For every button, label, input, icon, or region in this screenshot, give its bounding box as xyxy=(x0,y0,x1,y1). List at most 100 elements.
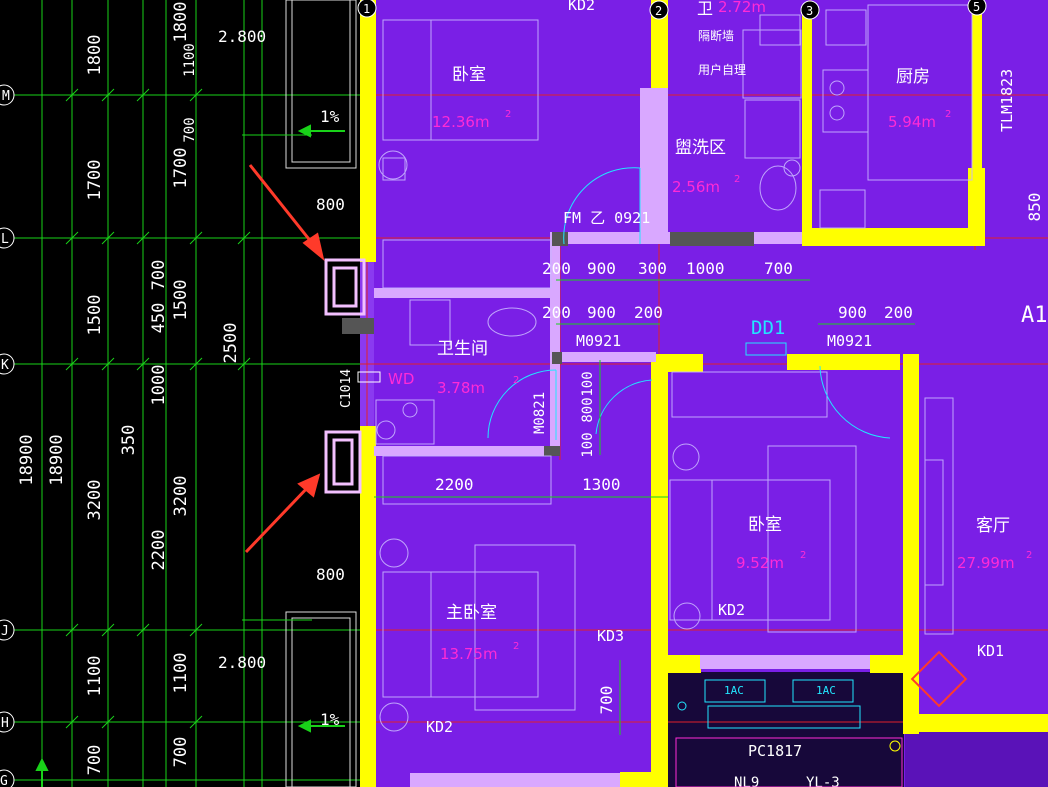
bay-windows xyxy=(324,258,366,494)
dim-v-100b: 100 xyxy=(580,432,596,457)
label-tlm: TLM1823 xyxy=(998,69,1016,132)
dim-r2-200a: 200 xyxy=(542,303,571,322)
dim-r1-300: 300 xyxy=(638,259,667,278)
room-name-toilet-top: 卫 xyxy=(697,0,713,18)
dim-outer-1800: 1800 xyxy=(85,35,105,76)
dim-1300: 1300 xyxy=(582,475,621,494)
label-c1014: C1014 xyxy=(339,369,354,408)
dim-inner-1800: 1800 xyxy=(171,2,191,43)
dimension-ticks xyxy=(65,88,251,729)
dim-mid-2200: 2200 xyxy=(149,530,169,571)
axis-label-2: 2 xyxy=(655,4,662,18)
label-m0921-a: M0921 xyxy=(576,332,621,350)
label-kd2-bot: KD2 xyxy=(426,718,453,736)
axis-label-k: K xyxy=(1,358,9,373)
dim-outer-18900: 18900 xyxy=(17,434,37,485)
owner-note: 用户自理 xyxy=(698,62,746,77)
room-name-washroom: 盥洗区 xyxy=(675,138,726,158)
label-dd1: DD1 xyxy=(751,317,785,339)
dim-v-800: 800 xyxy=(580,397,596,422)
room-name-living: 客厅 xyxy=(976,516,1010,536)
room-area-master: 13.75m xyxy=(440,645,498,663)
dim-mid-700b: 700 xyxy=(149,260,169,291)
dim-mid-1100: 1100 xyxy=(182,43,198,77)
width-800-bottom: 800 xyxy=(316,565,345,584)
axis-label-g: G xyxy=(0,774,8,787)
balcony-level-bottom: 2.800 xyxy=(218,653,266,672)
label-wd: WD xyxy=(388,370,414,388)
label-ac-2: 1AC xyxy=(816,684,836,697)
dim-inner-1700: 1700 xyxy=(171,148,191,189)
dim-inner-18900: 18900 xyxy=(47,434,67,485)
axis-label-h: H xyxy=(1,716,9,731)
axis-label-3: 3 xyxy=(806,4,813,18)
label-m0821: M0821 xyxy=(532,392,548,434)
room-name-master: 主卧室 xyxy=(446,603,497,623)
room-name-bathroom: 卫生间 xyxy=(437,339,488,359)
label-kd2-top: KD2 xyxy=(568,0,595,14)
room-area-sup-bathroom: 2 xyxy=(513,375,519,386)
dim-mid-1000: 1000 xyxy=(149,365,169,406)
room-area-bedroom-mid: 9.52m xyxy=(736,554,784,572)
axis-label-j: J xyxy=(1,624,9,639)
dim-r2-900a: 900 xyxy=(587,303,616,322)
door-window-labels: KD2 FM 乙 0921 M0921 M0921 M0821 DD1 KD2 … xyxy=(339,0,1048,787)
axis-label-m: M xyxy=(2,89,10,104)
room-area-living: 27.99m xyxy=(957,554,1015,572)
dim-outer-700: 700 xyxy=(85,745,105,776)
slope-bottom: 1% xyxy=(320,710,340,729)
dim-700-inner: 700 xyxy=(597,686,616,715)
dim-r1-900: 900 xyxy=(587,259,616,278)
dim-r2-900b: 900 xyxy=(838,303,867,322)
dim-mid-350: 350 xyxy=(119,425,139,456)
dim-inner-1100: 1100 xyxy=(171,653,191,694)
axis-bubbles-top xyxy=(357,0,987,20)
door-swings xyxy=(487,167,891,440)
red-arrows xyxy=(244,164,325,554)
balcony-labels: 2.800 1% 800 800 2.800 1% xyxy=(218,27,345,729)
dim-850: 850 xyxy=(1025,193,1044,222)
room-area-sup-bedroom-mid: 2 xyxy=(800,550,806,561)
dim-inner-3200: 3200 xyxy=(171,476,191,517)
dim-outer-1100: 1100 xyxy=(85,656,105,697)
door-frames xyxy=(342,232,754,456)
room-name-bedroom-top: 卧室 xyxy=(452,65,486,85)
dim-mid-450: 450 xyxy=(149,303,169,334)
axis-bubbles-left xyxy=(0,84,15,787)
room-name-kitchen: 厨房 xyxy=(896,67,930,87)
label-pc1817: PC1817 xyxy=(748,742,802,760)
dim-v-100a: 100 xyxy=(580,371,596,396)
label-kd1: KD1 xyxy=(977,642,1004,660)
dim-r1-200: 200 xyxy=(542,259,571,278)
room-area-sup-master: 2 xyxy=(513,641,519,652)
dim-outer-1700: 1700 xyxy=(85,160,105,201)
axis-label-5: 5 xyxy=(973,0,980,14)
label-ac-1: 1AC xyxy=(724,684,744,697)
dim-mid-700a: 700 xyxy=(182,117,198,142)
left-dimensions: 1800 1700 1500 18900 3200 1100 700 1800 … xyxy=(17,2,241,776)
room-labels: 卧室 12.36m 2 卫 2.72m 隔断墙 用户自理 盥洗区 2.56m 2… xyxy=(432,0,1032,663)
axis-label-1: 1 xyxy=(363,2,370,16)
room-area-kitchen: 5.94m xyxy=(888,113,936,131)
dim-inner-700: 700 xyxy=(171,737,191,768)
inner-dimensions: 200 900 300 1000 700 200 900 200 900 200… xyxy=(435,193,1044,715)
room-area-sup-bedroom-top: 2 xyxy=(505,109,511,120)
room-area-bedroom-top: 12.36m xyxy=(432,113,490,131)
balcony-outlines xyxy=(242,0,357,787)
furniture xyxy=(375,4,973,732)
width-800-top: 800 xyxy=(316,195,345,214)
dim-2200: 2200 xyxy=(435,475,474,494)
dim-sub-2500: 2500 xyxy=(221,323,241,364)
room-area-sup-washroom: 2 xyxy=(734,174,740,185)
slope-arrows xyxy=(35,124,345,787)
label-m0921-b: M0921 xyxy=(827,332,872,350)
label-a1: A1 xyxy=(1021,303,1048,328)
balcony-level-top: 2.800 xyxy=(218,27,266,46)
room-area-sup-living: 2 xyxy=(1026,550,1032,561)
label-yl3: YL-3 xyxy=(806,775,840,787)
label-kd3: KD3 xyxy=(597,627,624,645)
room-area-toilet-top: 2.72m xyxy=(718,0,766,16)
slope-top: 1% xyxy=(320,107,340,126)
dim-r1-700: 700 xyxy=(764,259,793,278)
